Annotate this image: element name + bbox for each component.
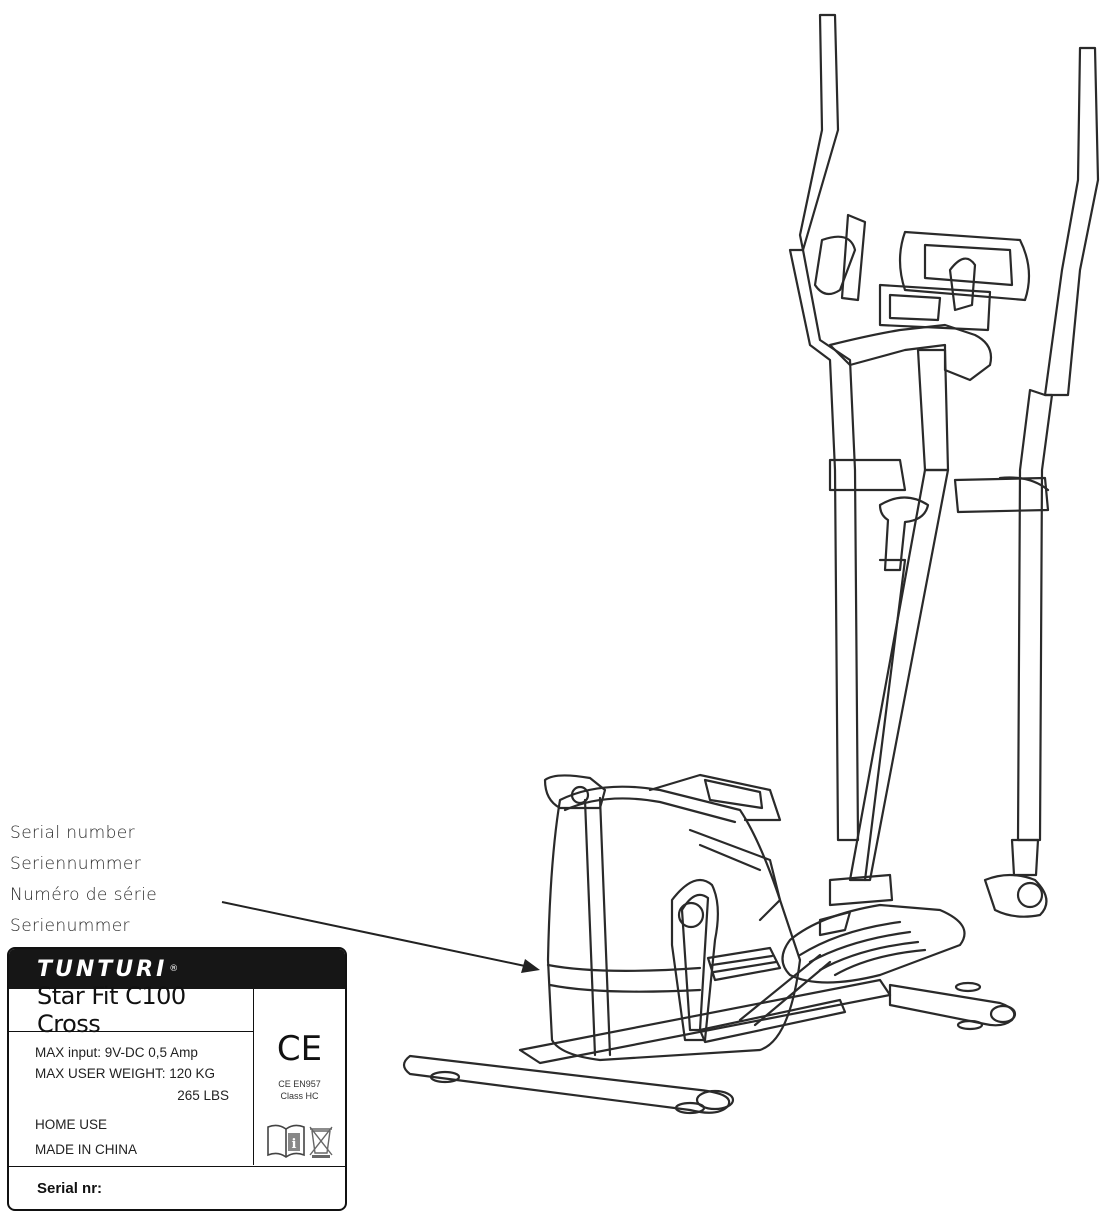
model-name: Star Fit C100 Cross [9, 982, 253, 1038]
caption-line-en: Serial number [10, 823, 136, 843]
spec-max-input: MAX input: 9V-DC 0,5 Amp [35, 1045, 198, 1060]
caption-line-fr: Numéro de série [10, 885, 158, 905]
ce-standard: CE EN957 [278, 1079, 321, 1089]
label-icons: i [267, 1124, 333, 1158]
spec-made-in: MADE IN CHINA [35, 1142, 138, 1157]
serial-nr-label: Serial nr: [37, 1179, 103, 1197]
brand-logo: TUNTURI [37, 956, 168, 982]
caption-line-de: Seriennummer [10, 854, 142, 874]
spec-max-weight: MAX USER WEIGHT: 120 KG [35, 1066, 216, 1081]
serial-caption: Serial number Seriennummer Numéro de sér… [10, 818, 157, 942]
product-serial-label: TUNTURI ® Star Fit C100 Cross MAX input:… [7, 947, 347, 1211]
label-body: Star Fit C100 Cross MAX input: 9V-DC 0,5… [9, 982, 345, 1165]
label-cert-panel: CE CE EN957 Class HC i [254, 989, 345, 1165]
ce-mark: CE [276, 1029, 323, 1069]
spec-home-use: HOME USE [35, 1117, 108, 1132]
weee-bin-icon [309, 1126, 333, 1158]
ce-class: Class HC [280, 1091, 319, 1101]
caption-line-nl: Serienummer [10, 916, 130, 936]
registered-mark: ® [169, 964, 179, 974]
svg-text:i: i [292, 1137, 297, 1152]
serial-number-field: Serial nr: [9, 1166, 345, 1209]
label-header: TUNTURI ® [9, 949, 345, 989]
spec-max-weight-lbs: 265 LBS [177, 1088, 229, 1103]
label-specs-panel: Star Fit C100 Cross MAX input: 9V-DC 0,5… [9, 982, 254, 1165]
manual-info-icon: i [267, 1124, 305, 1158]
